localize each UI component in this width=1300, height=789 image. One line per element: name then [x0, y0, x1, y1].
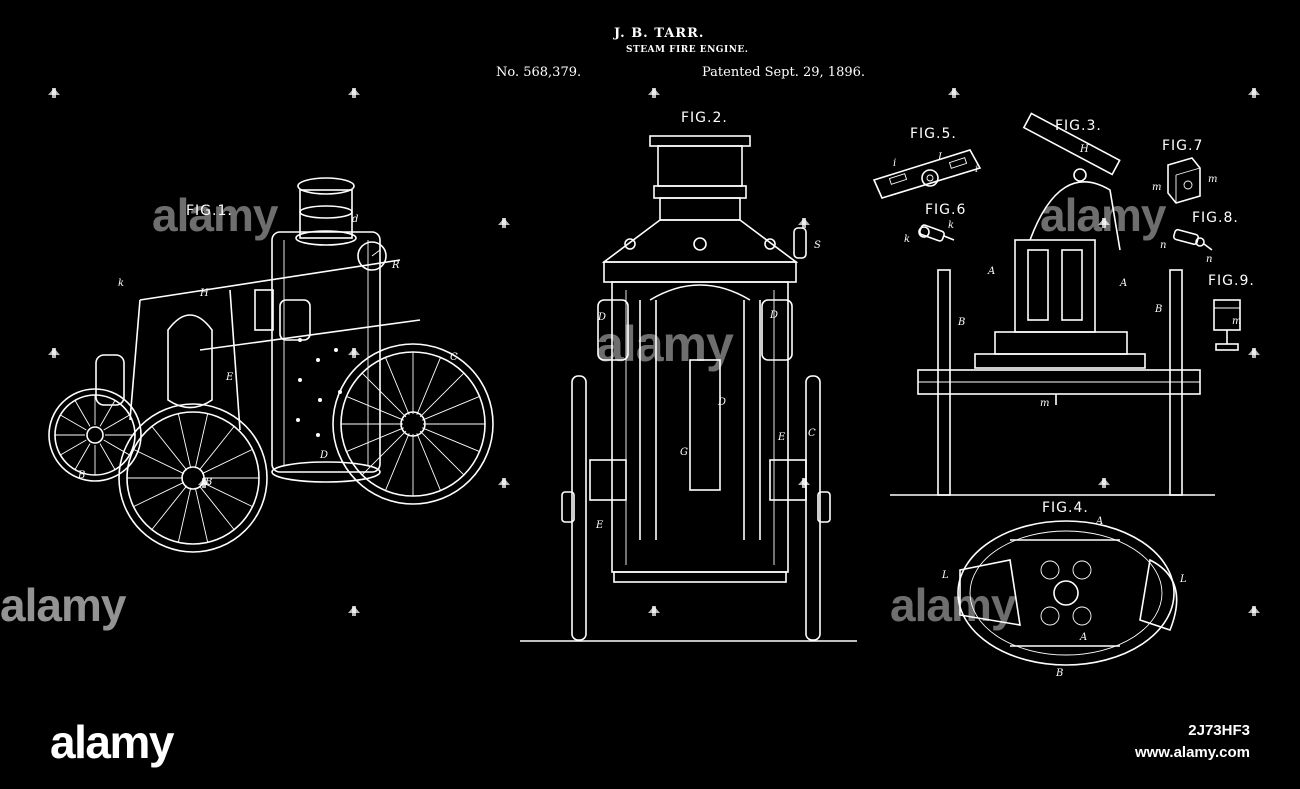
watermark-text: alamy — [0, 578, 125, 632]
watermark-text: alamy — [152, 188, 277, 242]
watermark-arrow — [648, 88, 660, 95]
svg-text:A: A — [1119, 278, 1127, 289]
svg-text:A: A — [1079, 632, 1087, 643]
watermark-arrow — [798, 478, 810, 485]
wheel-spoke — [202, 449, 252, 473]
svg-text:i: i — [975, 164, 978, 175]
wheel-spoke — [422, 396, 479, 420]
svg-text:B: B — [77, 470, 85, 481]
wheel-spoke — [75, 400, 90, 426]
svg-text:E: E — [777, 432, 786, 443]
wheel-spoke — [417, 357, 441, 414]
wheel-spoke — [420, 373, 464, 417]
watermark-arrow — [1098, 478, 1110, 485]
watermark-arrow — [1248, 88, 1260, 95]
wheel-spoke — [152, 426, 187, 470]
wheel-spoke — [362, 373, 406, 417]
svg-text:E: E — [595, 520, 604, 531]
svg-text:i: i — [893, 158, 896, 169]
fig3-drawing: B B A A m H — [890, 113, 1215, 495]
watermark-text: alamy — [596, 315, 733, 373]
watermark-arrow — [48, 348, 60, 355]
fig5-drawing: I i i — [874, 150, 980, 198]
wheel-spoke — [178, 488, 190, 543]
watermark-arrow — [348, 348, 360, 355]
wheel-spoke — [385, 357, 409, 414]
svg-text:H: H — [1079, 144, 1089, 155]
svg-text:d: d — [352, 214, 358, 225]
watermark-arrow — [1248, 606, 1260, 613]
svg-text:R: R — [391, 260, 400, 271]
wheel-spoke — [75, 444, 90, 470]
watermark-arrow — [348, 88, 360, 95]
wheel-spoke — [60, 440, 86, 455]
svg-text:k: k — [948, 220, 954, 231]
watermark-arrow — [1098, 218, 1110, 225]
wheel-spoke — [100, 444, 115, 470]
image-id: 2J73HF3 — [1188, 722, 1250, 739]
svg-text:S: S — [814, 240, 821, 251]
watermark-arrow — [648, 606, 660, 613]
wheel-spoke — [134, 482, 184, 506]
svg-text:D: D — [769, 310, 778, 321]
svg-text:m: m — [1208, 174, 1217, 185]
site-url: www.alamy.com — [1135, 744, 1250, 761]
svg-text:n: n — [1206, 254, 1212, 265]
svg-text:D: D — [717, 397, 726, 408]
svg-text:I: I — [937, 152, 943, 163]
watermark-arrow — [948, 88, 960, 95]
svg-text:L: L — [1179, 574, 1187, 585]
watermark-arrow — [498, 478, 510, 485]
wheel-spoke — [346, 396, 403, 420]
svg-text:B: B — [1055, 668, 1063, 679]
wheel-spoke — [152, 486, 187, 530]
fig2-drawing: D G D D E E C S — [520, 136, 857, 641]
alamy-logo: alamy — [50, 715, 173, 769]
watermark-arrow — [198, 478, 210, 485]
svg-text:B: B — [957, 317, 965, 328]
wheel-spoke — [178, 414, 190, 469]
svg-text:m: m — [1232, 316, 1241, 327]
svg-text:A: A — [987, 266, 995, 277]
watermark-arrow — [798, 218, 810, 225]
fig9-drawing: m — [1214, 300, 1241, 350]
svg-text:H: H — [199, 288, 209, 299]
fig6-drawing: k k — [904, 220, 954, 245]
wheel-spoke — [420, 431, 464, 475]
watermark-arrow — [348, 606, 360, 613]
wheel-spoke — [60, 415, 86, 430]
svg-text:B: B — [1154, 304, 1162, 315]
watermark-arrow — [498, 218, 510, 225]
svg-text:A: A — [1095, 516, 1103, 527]
svg-text:k: k — [118, 278, 124, 289]
watermark-arrow — [1248, 348, 1260, 355]
wheel-spoke — [362, 431, 406, 475]
svg-text:m: m — [1040, 398, 1049, 409]
wheel-spoke — [385, 433, 409, 490]
watermark-arrow — [48, 88, 60, 95]
wheel-spoke — [199, 426, 234, 470]
wheel-spoke — [104, 415, 130, 430]
svg-text:k: k — [904, 234, 910, 245]
svg-text:E: E — [225, 372, 234, 383]
wheel-spoke — [346, 428, 403, 452]
wheel-spoke — [417, 433, 441, 490]
wheel-spoke — [195, 488, 207, 543]
wheel-spoke — [134, 449, 184, 473]
svg-text:C: C — [450, 352, 458, 363]
svg-text:G: G — [680, 447, 688, 458]
svg-text:D: D — [319, 450, 328, 461]
svg-text:C: C — [808, 428, 816, 439]
fig8-drawing: n n — [1160, 229, 1212, 265]
wheel-spoke — [199, 486, 234, 530]
wheel-spoke — [195, 414, 207, 469]
wheel-spoke — [422, 428, 479, 452]
watermark-text: alamy — [1040, 188, 1165, 242]
watermark-text: alamy — [890, 578, 1015, 632]
